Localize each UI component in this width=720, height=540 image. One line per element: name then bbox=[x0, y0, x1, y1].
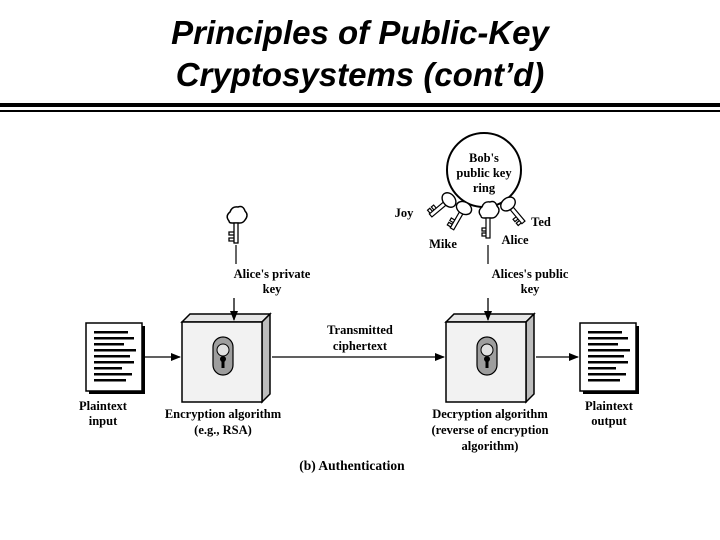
plaintext-output-label-line1: Plaintext bbox=[585, 399, 634, 413]
public-key-label-line2: key bbox=[521, 282, 541, 296]
decryption-box-icon bbox=[445, 313, 535, 403]
transmitted-label-line1: Transmitted bbox=[327, 323, 393, 337]
plaintext-input-label-line2: input bbox=[89, 414, 118, 428]
plaintext-input-document-icon bbox=[85, 322, 146, 395]
private-key-icon bbox=[226, 205, 248, 244]
slide-title-line2: Cryptosystems (cont’d) bbox=[175, 56, 545, 93]
ring-key-ted-label: Ted bbox=[531, 215, 551, 229]
key-ring-label-line1: Bob's bbox=[469, 151, 499, 165]
ring-key-mike-icon bbox=[446, 200, 473, 231]
plaintext-output-label-line2: output bbox=[591, 414, 627, 428]
ring-key-ted-icon bbox=[500, 196, 526, 227]
private-key-label-line1: Alice's private bbox=[234, 267, 311, 281]
ring-key-joy-label: Joy bbox=[395, 206, 415, 220]
ring-key-mike-label: Mike bbox=[429, 237, 457, 251]
plaintext-input-label-line1: Plaintext bbox=[79, 399, 128, 413]
decryption-label-line2: (reverse of encryption bbox=[431, 423, 548, 437]
ring-key-alice-icon bbox=[478, 200, 500, 239]
encryption-label-line1: Encryption algorithm bbox=[165, 407, 282, 421]
slide-title-line1: Principles of Public-Key bbox=[171, 14, 549, 51]
key-ring-label-line2: public key bbox=[456, 166, 512, 180]
key-ring-label-line3: ring bbox=[473, 181, 496, 195]
decryption-label-line3: algorithm) bbox=[462, 439, 519, 453]
title-divider-thin bbox=[0, 110, 720, 112]
decryption-label-line1: Decryption algorithm bbox=[432, 407, 548, 421]
transmitted-label-line2: ciphertext bbox=[333, 339, 388, 353]
private-key-label-line2: key bbox=[263, 282, 283, 296]
public-key-label-line1: Alices's public bbox=[492, 267, 569, 281]
slide-title: Principles of Public-Key Cryptosystems (… bbox=[0, 12, 720, 96]
ring-key-alice-label: Alice bbox=[501, 233, 529, 247]
diagram-caption: (b) Authentication bbox=[299, 458, 405, 473]
title-divider-thick bbox=[0, 103, 720, 107]
encryption-box-icon bbox=[181, 313, 271, 403]
ring-key-joy-icon bbox=[426, 192, 457, 218]
encryption-label-line2: (e.g., RSA) bbox=[194, 423, 252, 437]
plaintext-output-document-icon bbox=[579, 322, 640, 395]
